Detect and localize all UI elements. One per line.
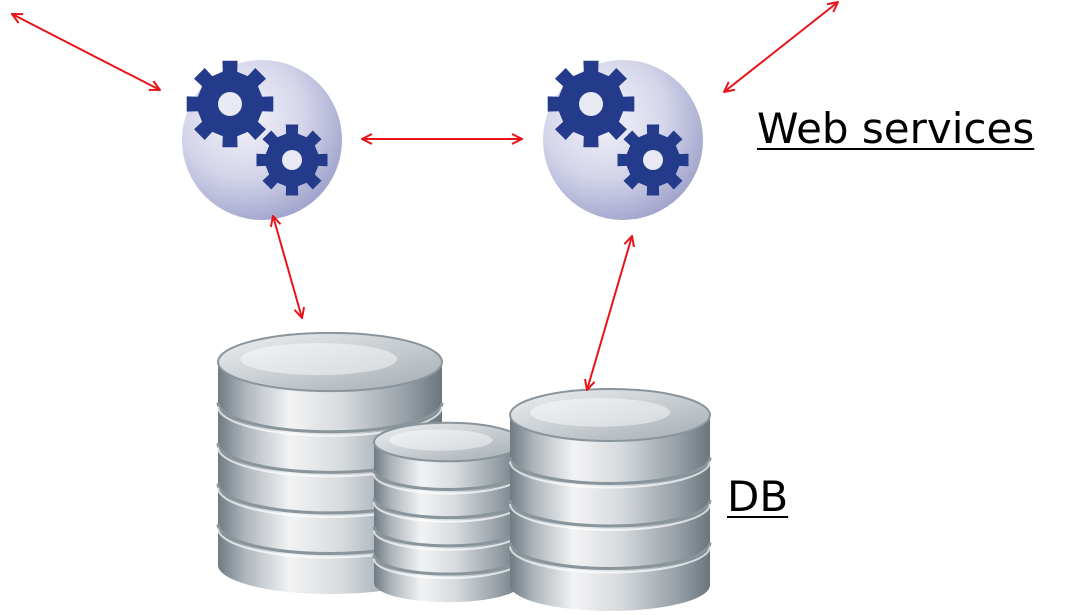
double-arrow	[587, 236, 632, 390]
double-arrow	[724, 2, 838, 92]
db-label: DB	[727, 472, 789, 521]
double-arrow	[273, 216, 302, 318]
database-medium	[508, 388, 712, 611]
database-small	[372, 421, 524, 603]
web-services-label: Web services	[757, 104, 1035, 153]
web-service-node-left	[182, 60, 342, 220]
double-arrow	[12, 14, 160, 90]
web-service-node-right	[543, 60, 703, 220]
